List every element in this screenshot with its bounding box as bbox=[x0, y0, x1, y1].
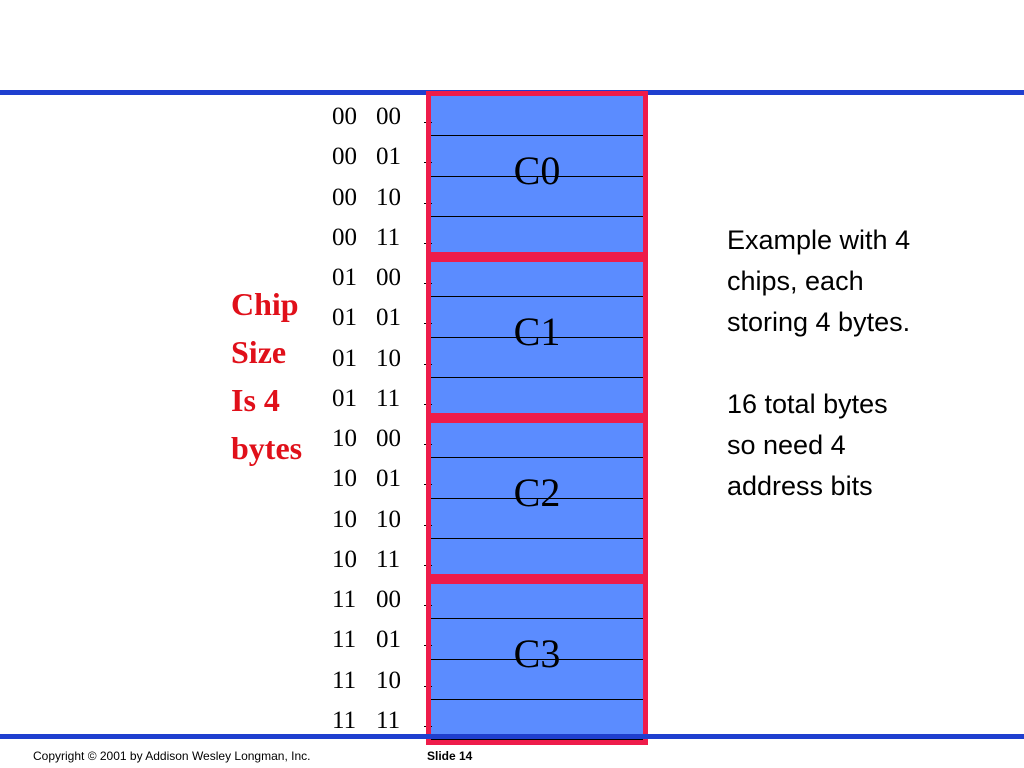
address-label: 10 00 bbox=[332, 425, 424, 453]
address-low-bits: 01 bbox=[376, 626, 401, 654]
memory-cell bbox=[428, 297, 646, 338]
address-label: 10 11 bbox=[332, 546, 424, 574]
memory-cell bbox=[428, 699, 646, 740]
note-line: storing 4 bytes. bbox=[727, 307, 911, 337]
note-gap bbox=[727, 343, 1007, 384]
address-label: 00 01 bbox=[332, 143, 424, 171]
chip-size-line: Size bbox=[231, 334, 287, 370]
address-low-bits: 11 bbox=[376, 384, 401, 412]
address-high-bits: 00 bbox=[332, 223, 357, 251]
note-line: 16 total bytes bbox=[727, 389, 888, 419]
chip-size-line: Is 4 bbox=[231, 382, 280, 418]
address-label: 01 11 bbox=[332, 385, 424, 413]
address-label: 11 00 bbox=[332, 586, 424, 614]
chip-size-label: Chip Size Is 4 bytes bbox=[231, 280, 331, 472]
address-label: 11 01 bbox=[332, 626, 424, 654]
address-label: 01 01 bbox=[332, 304, 424, 332]
address-low-bits: 01 bbox=[376, 465, 401, 493]
memory-cell bbox=[428, 659, 646, 700]
address-label: 11 10 bbox=[332, 667, 424, 695]
address-label: 01 00 bbox=[332, 264, 424, 292]
address-high-bits: 00 bbox=[332, 143, 357, 171]
chip-size-line: bytes bbox=[231, 430, 303, 466]
address-low-bits: 01 bbox=[376, 304, 401, 332]
copyright-text: Copyright © 2001 by Addison Wesley Longm… bbox=[33, 749, 311, 763]
address-low-bits: 11 bbox=[376, 706, 401, 734]
memory-cell bbox=[428, 619, 646, 660]
address-high-bits: 11 bbox=[332, 666, 357, 694]
memory-cell bbox=[428, 418, 646, 459]
address-high-bits: 10 bbox=[332, 545, 357, 573]
chip-label: C3 bbox=[513, 631, 561, 676]
address-low-bits: 10 bbox=[376, 183, 401, 211]
note-line: chips, each bbox=[727, 266, 864, 296]
chip-label: C2 bbox=[513, 470, 561, 515]
address-high-bits: 01 bbox=[332, 264, 357, 292]
address-low-bits: 00 bbox=[376, 264, 401, 292]
memory-cell bbox=[428, 579, 646, 620]
address-high-bits: 01 bbox=[332, 344, 357, 372]
address-low-bits: 10 bbox=[376, 505, 401, 533]
memory-cell bbox=[428, 136, 646, 177]
address-high-bits: 10 bbox=[332, 425, 357, 453]
address-high-bits: 01 bbox=[332, 304, 357, 332]
address-high-bits: 01 bbox=[332, 384, 357, 412]
address-high-bits: 00 bbox=[332, 183, 357, 211]
note-line: so need 4 bbox=[727, 430, 846, 460]
chip-box: C2 bbox=[426, 413, 648, 584]
address-low-bits: 10 bbox=[376, 344, 401, 372]
address-label: 00 00 bbox=[332, 103, 424, 131]
address-label: 11 11 bbox=[332, 707, 424, 735]
memory-cell bbox=[428, 257, 646, 298]
memory-cell bbox=[428, 458, 646, 499]
chip-box: C3 bbox=[426, 574, 648, 745]
address-label: 01 10 bbox=[332, 345, 424, 373]
address-low-bits: 00 bbox=[376, 103, 401, 131]
address-low-bits: 01 bbox=[376, 143, 401, 171]
memory-cell bbox=[428, 176, 646, 217]
memory-cell bbox=[428, 96, 646, 137]
chip-size-line: Chip bbox=[231, 286, 299, 322]
address-label: 10 10 bbox=[332, 506, 424, 534]
address-low-bits: 11 bbox=[376, 545, 401, 573]
address-low-bits: 10 bbox=[376, 666, 401, 694]
chip-box: C1 bbox=[426, 252, 648, 423]
address-high-bits: 10 bbox=[332, 505, 357, 533]
address-label: 00 11 bbox=[332, 224, 424, 252]
address-label: 00 10 bbox=[332, 184, 424, 212]
memory-cell bbox=[428, 498, 646, 539]
address-high-bits: 11 bbox=[332, 586, 357, 614]
slide-number: Slide 14 bbox=[427, 749, 473, 763]
memory-cell bbox=[428, 538, 646, 579]
address-high-bits: 00 bbox=[332, 103, 357, 131]
address-high-bits: 10 bbox=[332, 465, 357, 493]
chip-label: C1 bbox=[513, 309, 561, 354]
address-low-bits: 00 bbox=[376, 586, 401, 614]
bottom-rule bbox=[0, 734, 1024, 739]
address-label: 10 01 bbox=[332, 465, 424, 493]
address-low-bits: 11 bbox=[376, 223, 401, 251]
chip-label: C0 bbox=[513, 148, 561, 193]
example-note: Example with 4 chips, each storing 4 byt… bbox=[727, 220, 1007, 507]
address-high-bits: 11 bbox=[332, 706, 357, 734]
note-line: address bits bbox=[727, 471, 873, 501]
memory-cell bbox=[428, 337, 646, 378]
address-high-bits: 11 bbox=[332, 626, 357, 654]
address-low-bits: 00 bbox=[376, 425, 401, 453]
chip-box: C0 bbox=[426, 91, 648, 262]
note-line: Example with 4 bbox=[727, 225, 911, 255]
